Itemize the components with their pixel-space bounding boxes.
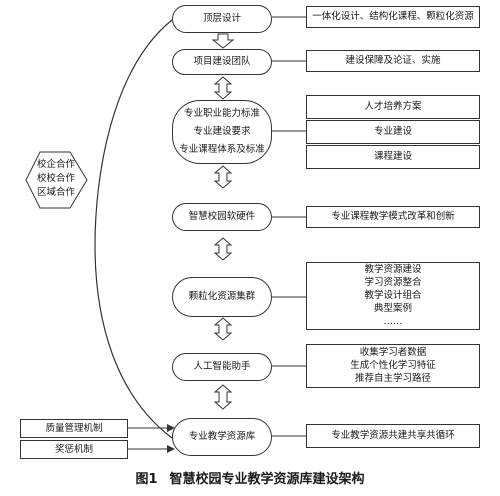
left-panel-line: 校企合作 <box>36 159 75 170</box>
right-box-label: 教学设计组合 <box>364 290 422 302</box>
node-ai-assistant: 人工智能助手 <box>172 353 272 381</box>
double-arrow-3 <box>213 237 233 261</box>
reward-mechanism-box: 奖惩机制 <box>20 440 128 459</box>
node-standards: 专业职业能力标准 专业建设要求 专业课程体系及标准 <box>172 100 272 164</box>
right-box-label: 生成个性化学习特征 <box>350 360 436 372</box>
reward-mechanism-label: 奖惩机制 <box>54 443 93 455</box>
right-box-label: 学习资源整合 <box>364 277 422 289</box>
right-box-label: 典型案例 <box>373 302 412 314</box>
node-smart-campus: 智慧校园软硬件 <box>172 203 272 231</box>
node-label: 专业教学资源库 <box>188 431 256 443</box>
figure-title: 智慧校园专业教学资源库建设架构 <box>169 472 365 487</box>
quality-mechanism-label: 质量管理机制 <box>45 422 103 434</box>
right-box-label: 一体化设计、结构化课程、颗粒化资源 <box>312 11 474 23</box>
right-box-label: 教学资源建设 <box>364 264 422 276</box>
right-box-4: 专业课程教学模式改革和创新 <box>306 206 480 228</box>
right-box-7: 专业教学资源共建共享共循环 <box>306 424 480 448</box>
right-box-label: 专业课程教学模式改革和创新 <box>331 211 455 223</box>
quality-mechanism-box: 质量管理机制 <box>20 419 128 438</box>
right-box-1: 一体化设计、结构化课程、颗粒化资源 <box>306 6 480 28</box>
node-label: 智慧校园软硬件 <box>188 211 256 223</box>
right-box-label: 专业建设 <box>373 126 412 138</box>
left-panel-line: 区域合作 <box>36 187 75 198</box>
right-box-2: 建设保障及论证、实施 <box>306 50 480 72</box>
figure-caption: 图1 智慧校园专业教学资源库建设架构 <box>0 468 500 487</box>
right-box-label: 收集学习者数据 <box>359 347 427 359</box>
node-label: 专业课程体系及标准 <box>179 143 265 155</box>
left-arc <box>94 19 173 439</box>
node-label: 专业职业能力标准 <box>183 108 260 120</box>
node-label: 项目建设团队 <box>193 56 251 68</box>
right-box-3c: 课程建设 <box>306 145 480 169</box>
node-top-design: 顶层设计 <box>172 5 272 33</box>
right-box-label: 建设保障及论证、实施 <box>345 55 441 67</box>
node-label: 人工智能助手 <box>193 361 251 373</box>
node-label: 颗粒化资源集群 <box>188 291 256 303</box>
node-label: 专业建设要求 <box>193 126 251 138</box>
right-box-label: …… <box>383 315 403 327</box>
right-box-label: 专业教学资源共建共享共循环 <box>331 430 455 442</box>
right-box-3b: 专业建设 <box>306 120 480 144</box>
node-resource-library: 专业教学资源库 <box>172 418 272 456</box>
right-box-3a: 人才培养方案 <box>306 95 480 119</box>
right-box-5: 教学资源建设 学习资源整合 教学设计组合 典型案例 …… <box>306 262 480 330</box>
arrow-down-1 <box>211 33 235 49</box>
right-box-label: 人才培养方案 <box>364 101 422 113</box>
right-box-6: 收集学习者数据 生成个性化学习特征 推荐自主学习路径 <box>306 344 480 388</box>
left-panel-line: 校校合作 <box>36 173 75 184</box>
right-box-label: 课程建设 <box>373 151 412 163</box>
node-project-team: 项目建设团队 <box>172 49 272 75</box>
double-arrow-4 <box>213 317 233 341</box>
right-box-label: 推荐自主学习路径 <box>354 372 431 384</box>
double-arrow-2 <box>213 165 233 189</box>
node-label: 顶层设计 <box>202 13 241 25</box>
double-arrow-5 <box>213 384 233 410</box>
figure-number: 图1 <box>135 472 158 487</box>
left-panel: 校企合作 校校合作 区域合作 <box>28 158 84 200</box>
double-arrow-1 <box>213 76 233 100</box>
node-granular-resources: 颗粒化资源集群 <box>172 277 272 317</box>
